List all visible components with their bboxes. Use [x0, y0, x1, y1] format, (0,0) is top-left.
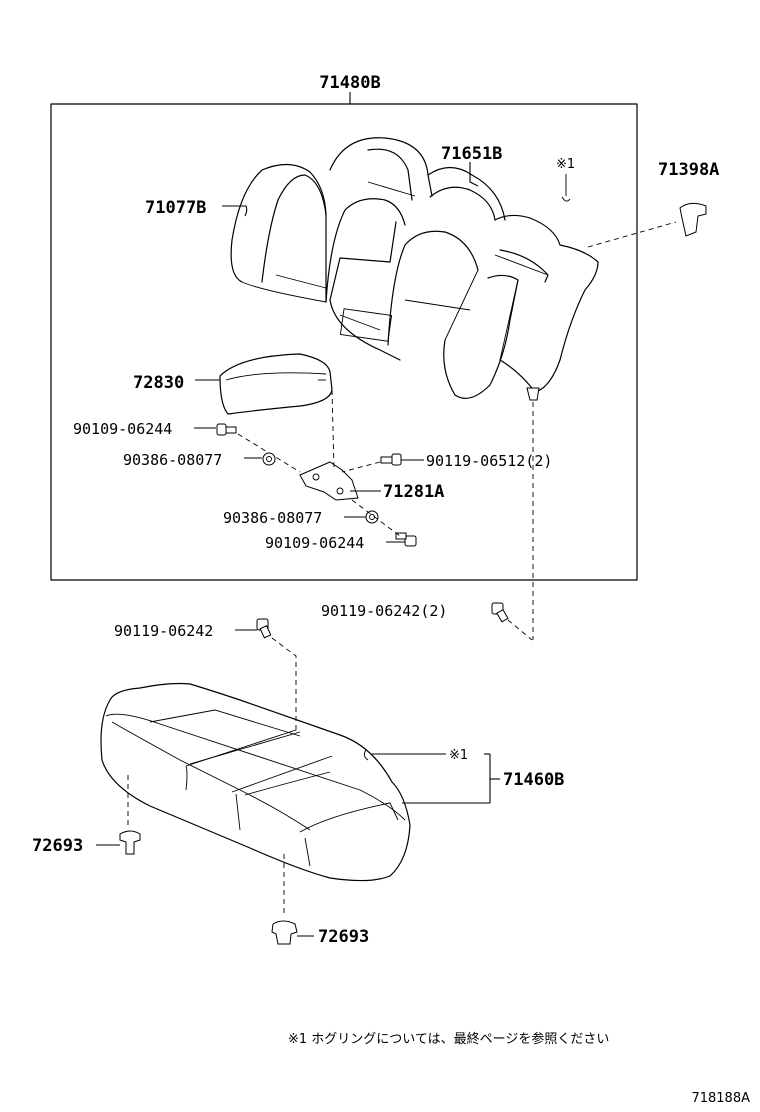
label-bolt-b: 90119-06512(2): [426, 452, 552, 470]
hog-ring-note: ※1 ホグリングについては、最終ページを参照ください: [288, 1031, 609, 1047]
label-washer-a2: 90386-08077: [223, 509, 322, 527]
label-clip-left: 72693: [32, 836, 83, 856]
cushion-clip-bottom: [271, 854, 314, 945]
cushion-bracket: [363, 749, 500, 803]
label-bolt-a1: 90109-06244: [73, 420, 172, 438]
label-back-cover: 71651B: [441, 144, 502, 164]
cushion-clip-left: [96, 775, 141, 855]
label-seat-cushion: 71460B: [503, 770, 564, 790]
armrest-illustration: [195, 353, 333, 415]
label-bolt-d: 90119-06242: [114, 622, 213, 640]
label-bolt-c: 90119-06242(2): [321, 602, 447, 620]
back-clip-part: [587, 202, 707, 248]
seat-back-illustration: [230, 137, 599, 401]
label-back-frame: 71077B: [145, 198, 206, 218]
hog-ring-top-part: [561, 174, 571, 202]
figure-id: 718188A: [691, 1091, 750, 1106]
label-bolt-a2: 90109-06244: [265, 534, 364, 552]
label-back-clip: 71398A: [658, 160, 719, 180]
label-armrest: 72830: [133, 373, 184, 393]
seat-cushion-illustration: [100, 682, 490, 882]
fasteners: [194, 389, 534, 730]
seat-back-assembly-box: [50, 92, 638, 581]
label-hinge: 71281A: [383, 482, 444, 502]
hinge-bracket-part: [299, 461, 381, 501]
leader-lines: [222, 162, 479, 217]
label-hog-ring-top: ※1: [556, 157, 575, 172]
label-washer-a1: 90386-08077: [123, 451, 222, 469]
label-seat-back-assembly: 71480B: [319, 73, 380, 93]
label-hog-ring-bottom: ※1: [449, 748, 468, 763]
label-clip-bottom: 72693: [318, 927, 369, 947]
